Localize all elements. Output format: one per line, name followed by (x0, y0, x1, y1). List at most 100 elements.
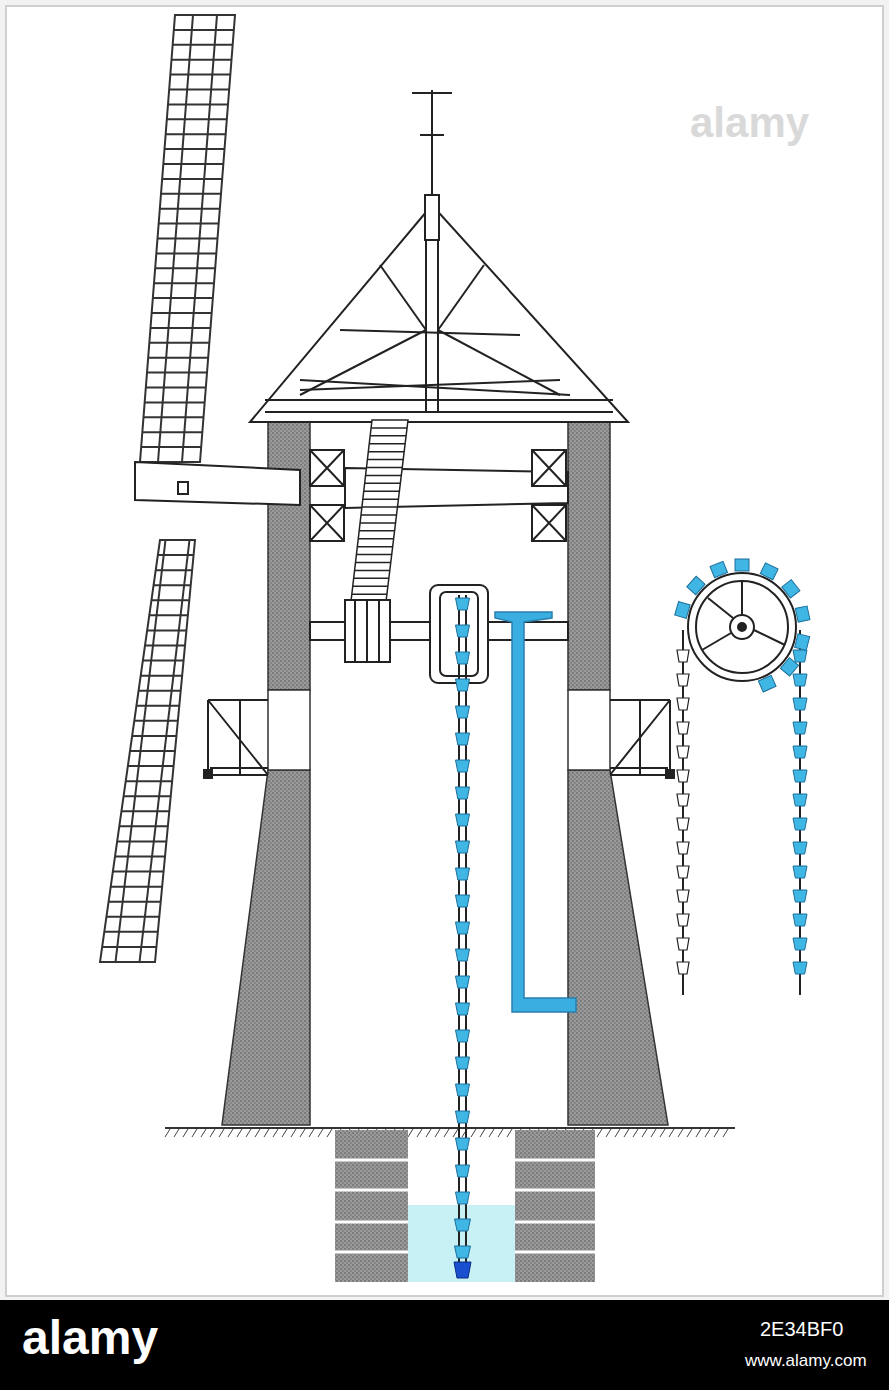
bucket (782, 580, 800, 598)
bucket (735, 559, 749, 571)
bucket (456, 814, 470, 826)
ground-line (165, 1127, 735, 1129)
bucket (793, 818, 807, 830)
sail-rung (139, 690, 181, 692)
sail-rung (156, 252, 216, 254)
sail-rung (167, 118, 227, 120)
sail-bar (140, 540, 190, 962)
tower-walls (222, 415, 668, 1125)
bearing (532, 450, 566, 486)
windshaft (135, 450, 568, 541)
bucket (456, 679, 470, 691)
sail-rung (134, 720, 178, 722)
ground-hatch (165, 1129, 728, 1137)
bucket (710, 561, 727, 577)
bucket (456, 895, 470, 907)
sail-bar (116, 540, 166, 962)
watermark-url: www.alamy.com (745, 1352, 867, 1371)
watermark: alamy (690, 100, 809, 146)
bucket (760, 563, 778, 580)
sail-rung (159, 223, 219, 225)
bucket (456, 1003, 470, 1015)
sail-rung (155, 267, 215, 269)
sail-rung (161, 193, 221, 195)
hatch-mark (228, 1129, 233, 1137)
gear-tooth (356, 554, 391, 556)
gear-tooth (362, 506, 398, 508)
hatch-mark (426, 1129, 431, 1137)
hatch-mark (291, 1129, 296, 1137)
hatch-mark (255, 1129, 260, 1137)
hatch-mark (417, 1129, 422, 1137)
bucket (456, 787, 470, 799)
sail-rung (160, 208, 220, 210)
bucket (456, 868, 470, 880)
bearing-cross (532, 450, 566, 486)
bearing (532, 505, 566, 541)
gear-tooth (353, 586, 388, 588)
sail-rung (149, 614, 188, 616)
hatch-mark (678, 1129, 683, 1137)
bucket (456, 760, 470, 772)
sail-rung (115, 856, 165, 858)
hatch-mark (723, 1129, 728, 1137)
bearing-cross (310, 450, 344, 486)
hatch-mark (210, 1129, 215, 1137)
bucket (456, 1111, 470, 1123)
empty-bucket (677, 866, 689, 878)
hatch-mark (444, 1129, 449, 1137)
sail-rung (152, 312, 212, 314)
bucket (793, 698, 807, 710)
empty-bucket (677, 674, 689, 686)
sail-rung (145, 401, 205, 403)
sail-rung (165, 148, 225, 150)
hatch-mark (318, 1129, 323, 1137)
bucket (455, 1219, 471, 1231)
bucket (456, 1192, 470, 1204)
hatch-mark (705, 1129, 710, 1137)
sail-rung (166, 133, 226, 135)
roof-truss (250, 90, 628, 422)
sail-rung (121, 810, 169, 812)
gear-tooth (357, 546, 392, 548)
bucket (793, 794, 807, 806)
sail-rung (141, 446, 201, 448)
bearing-cross (532, 505, 566, 541)
hatch-mark (282, 1129, 287, 1137)
sail-rung (172, 59, 232, 61)
gear-tooth (355, 570, 390, 572)
hatch-mark (507, 1129, 512, 1137)
bearing (310, 450, 344, 486)
hatch-mark (201, 1129, 206, 1137)
brake-wheel (350, 420, 408, 610)
gear-tooth (367, 459, 403, 461)
sail-rung (113, 871, 164, 873)
gallery (204, 700, 674, 778)
gear-tooth (356, 562, 391, 564)
bucket (795, 634, 810, 650)
hatch-mark (219, 1129, 224, 1137)
sail-rung (128, 765, 174, 767)
sail-rung (147, 372, 207, 374)
empty-bucket (677, 842, 689, 854)
hatch-mark (246, 1129, 251, 1137)
sail-rung (147, 629, 186, 631)
hatch-mark (480, 1129, 485, 1137)
bucket (675, 602, 690, 619)
hatch-mark (498, 1129, 503, 1137)
hatch-mark (453, 1129, 458, 1137)
sail-rung (148, 357, 208, 359)
bucket (793, 674, 807, 686)
hatch-mark (471, 1129, 476, 1137)
empty-bucket (677, 722, 689, 734)
sail-rung (117, 840, 166, 842)
sail-rung (154, 282, 214, 284)
empty-bucket (677, 746, 689, 758)
hatch-mark (165, 1129, 170, 1137)
empty-bucket (677, 770, 689, 782)
bucket (795, 606, 810, 622)
hatch-mark (327, 1129, 332, 1137)
hatch-mark (696, 1129, 701, 1137)
hatch-mark (237, 1129, 242, 1137)
